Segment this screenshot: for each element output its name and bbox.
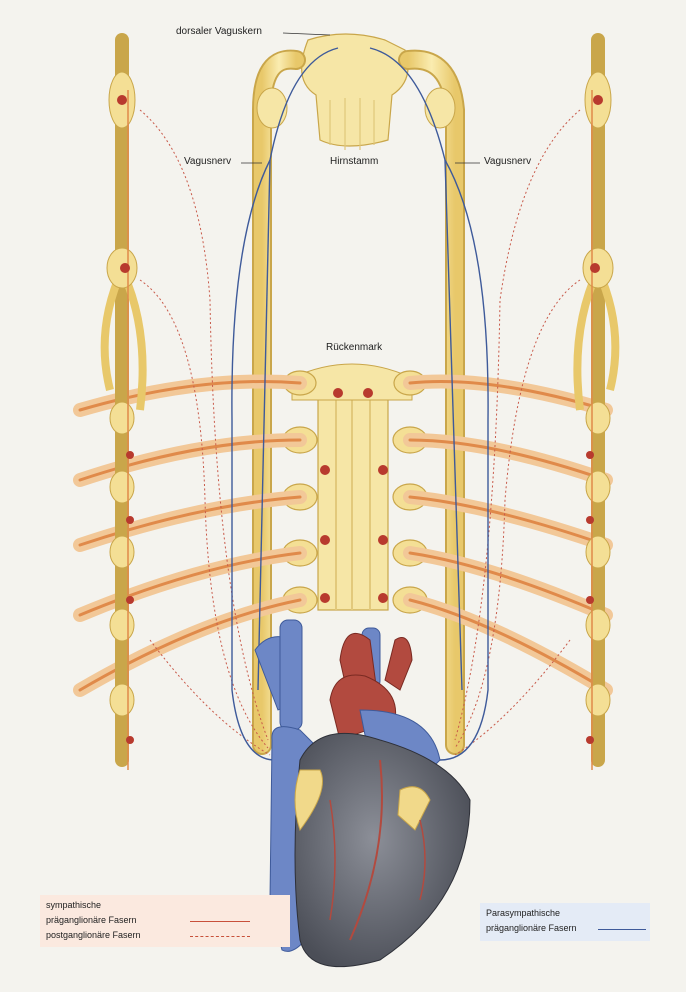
legend-parasympathetic: Parasympathische präganglionäre Fasern xyxy=(480,903,650,941)
label-dorsal-vagus-nucleus: dorsaler Vaguskern xyxy=(176,26,262,37)
legend-sym-post-swatch xyxy=(190,936,250,937)
legend-para-preganglionic: präganglionäre Fasern xyxy=(486,923,577,933)
label-vagus-left: Vagusnerv xyxy=(184,156,231,167)
legend-sym-postganglionic: postganglionäre Fasern xyxy=(46,930,141,940)
label-brainstem: Hirnstamm xyxy=(330,156,378,167)
label-vagus-right: Vagusnerv xyxy=(484,156,531,167)
legend-sympathetic: sympathische präganglionäre Fasern postg… xyxy=(40,895,290,947)
legend-para-title: Parasympathische xyxy=(486,908,560,918)
legend-sympathetic-title: sympathische xyxy=(46,900,101,910)
legend-sym-pre-swatch xyxy=(190,921,250,922)
legend-sym-preganglionic: präganglionäre Fasern xyxy=(46,915,137,925)
brainstem-shape xyxy=(302,34,408,150)
label-spinal-cord: Rückenmark xyxy=(326,342,382,353)
legend-para-swatch xyxy=(598,929,646,930)
